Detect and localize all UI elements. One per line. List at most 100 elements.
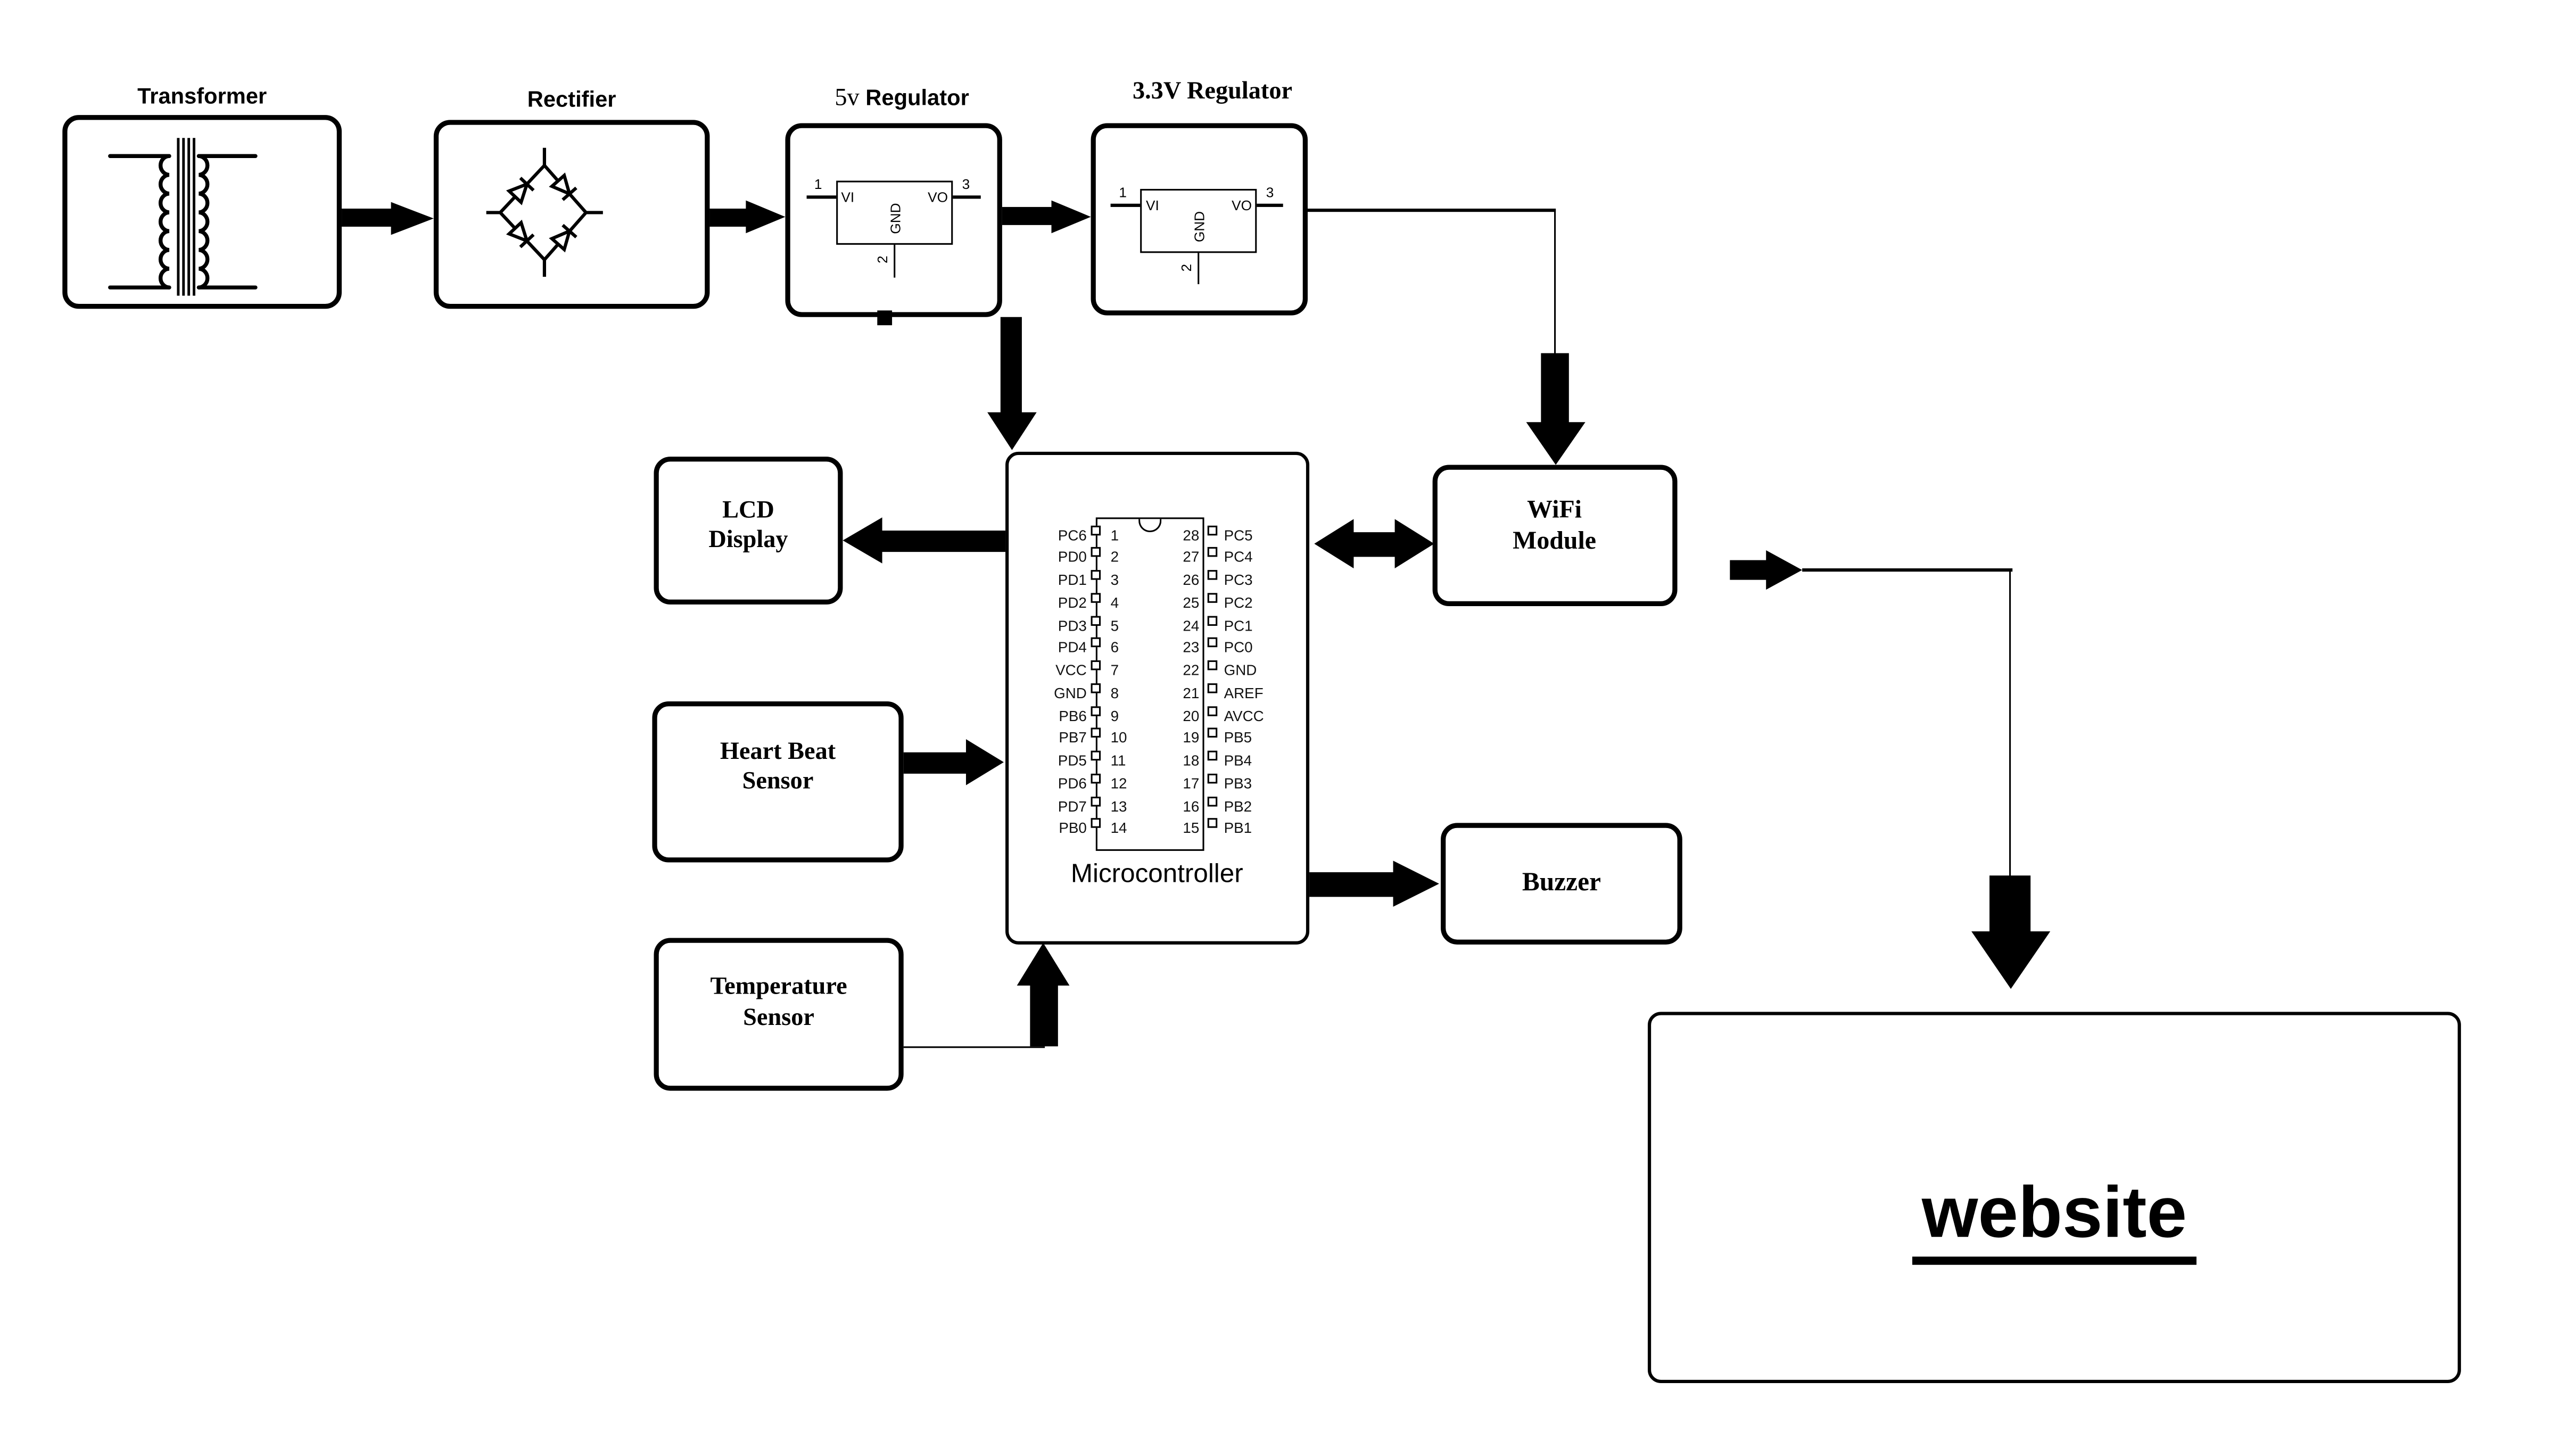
regulator-5v-pin1-lead: [806, 195, 836, 198]
pin-left-number: 6: [1110, 639, 1119, 656]
pin-right-number: 19: [1183, 730, 1200, 747]
pin-right-pad-icon: [1207, 570, 1218, 580]
pin-left-number: 1: [1110, 526, 1119, 543]
buzzer-label: Buzzer: [1522, 868, 1601, 897]
pin-right-pad-icon: [1207, 525, 1218, 535]
regulator-5v-pin2-number: 2: [873, 255, 890, 264]
regulator-5v-gnd-label: GND: [886, 203, 903, 234]
pin-left-pad-icon: [1090, 683, 1100, 693]
regulator-3v3-pin1-number: 1: [1119, 183, 1127, 200]
pin-right-pad-icon: [1207, 660, 1218, 671]
pin-left-name: PD3: [1058, 617, 1087, 634]
arrow-mcu-to-buzzer-shaft: [1309, 872, 1397, 898]
transformer-title: Transformer: [137, 84, 267, 109]
arrow-heartbeat-to-mcu-head: [965, 739, 1004, 786]
arrow-temperature-to-mcu-head: [1017, 942, 1070, 986]
pin-left-name: PB7: [1059, 730, 1087, 747]
pin-left-number: 8: [1110, 684, 1119, 701]
pin-right-name: PC5: [1224, 526, 1253, 543]
regulator-5v-vi-label: VI: [841, 188, 855, 205]
pin-left-pad-icon: [1090, 638, 1100, 648]
pin-right-number: 27: [1183, 549, 1200, 566]
rectifier-title: Rectifier: [527, 87, 616, 112]
pin-right-number: 16: [1183, 797, 1200, 814]
pin-left-name: PD1: [1058, 572, 1087, 589]
regulator-5v-pin3-number: 3: [962, 176, 970, 193]
regulator-3v3-pin1-lead: [1111, 203, 1141, 206]
arrow-rectifier-to-5v-shaft: [709, 208, 751, 227]
pin-right-name: GND: [1224, 662, 1257, 679]
arrow-mcu-wifi-left-head: [1313, 519, 1353, 569]
pin-left-pad-icon: [1090, 728, 1100, 738]
website-block: [1647, 1012, 2461, 1384]
pin-left-number: 5: [1110, 617, 1119, 634]
arrow-mcu-to-lcd-head: [843, 517, 882, 564]
wire-website-horizontal: [1802, 568, 2012, 572]
wire-3v3-horizontal: [1307, 208, 1557, 212]
regulator-5v-pin1-number: 1: [814, 176, 822, 193]
regulator-5v-tap-node: [877, 311, 892, 326]
arrow-5v-to-3v3-shaft: [1001, 207, 1056, 226]
pin-right-name: PC0: [1224, 639, 1253, 656]
pin-left-number: 7: [1110, 662, 1119, 679]
pin-right-pad-icon: [1207, 818, 1218, 829]
arrow-wifi-out-shaft: [1730, 560, 1773, 580]
arrow-rectifier-to-5v-head: [746, 201, 786, 234]
rectifier-block: [433, 120, 710, 309]
arrow-3v3-to-wifi-head: [1525, 422, 1585, 465]
pin-left-pad-icon: [1090, 525, 1100, 535]
regulator-5v-title-word: Regulator: [865, 85, 969, 110]
regulator-3v3-pin3-lead: [1257, 203, 1284, 206]
pin-left-name: PB6: [1059, 707, 1087, 724]
pin-left-number: 9: [1110, 707, 1119, 724]
pin-right-name: PB2: [1224, 797, 1252, 814]
pin-left-pad-icon: [1090, 547, 1100, 558]
pin-right-number: 20: [1183, 707, 1200, 724]
regulator-3v3-title: 3.3V Regulator: [1132, 79, 1293, 105]
pin-right-name: PB4: [1224, 752, 1252, 769]
pin-left-pad-icon: [1090, 615, 1100, 625]
regulator-5v-ic: [836, 181, 953, 245]
pin-right-name: PC3: [1224, 572, 1253, 589]
pin-right-name: PB1: [1224, 820, 1252, 837]
regulator-3v3-pin2-number: 2: [1177, 263, 1194, 272]
pin-left-name: PD0: [1058, 549, 1087, 566]
rectifier-bridge-icon: [486, 147, 603, 277]
pin-left-pad-icon: [1090, 706, 1100, 716]
arrow-3v3-to-wifi-shaft: [1540, 353, 1569, 424]
pin-right-number: 18: [1183, 752, 1200, 769]
pin-left-name: VCC: [1055, 662, 1087, 679]
regulator-5v-title-value: 5v: [835, 85, 860, 112]
arrow-mcu-to-buzzer-head: [1393, 861, 1440, 907]
regulator-3v3-pin3-number: 3: [1266, 183, 1274, 200]
regulator-5v-pin2-lead: [893, 244, 896, 277]
pin-right-pad-icon: [1207, 615, 1218, 625]
pin-left-pad-icon: [1090, 773, 1100, 783]
wire-website-vertical: [2009, 568, 2012, 878]
pin-left-pad-icon: [1090, 660, 1100, 671]
arrow-into-website-shaft: [1989, 875, 2031, 933]
pin-right-name: PC4: [1224, 549, 1253, 566]
microcontroller-label: Microcontroller: [1070, 861, 1243, 889]
pin-left-number: 14: [1110, 820, 1127, 837]
pin-right-pad-icon: [1207, 638, 1218, 648]
pin-left-number: 3: [1110, 572, 1119, 589]
pin-left-pad-icon: [1090, 750, 1100, 761]
pin-right-pad-icon: [1207, 728, 1218, 738]
